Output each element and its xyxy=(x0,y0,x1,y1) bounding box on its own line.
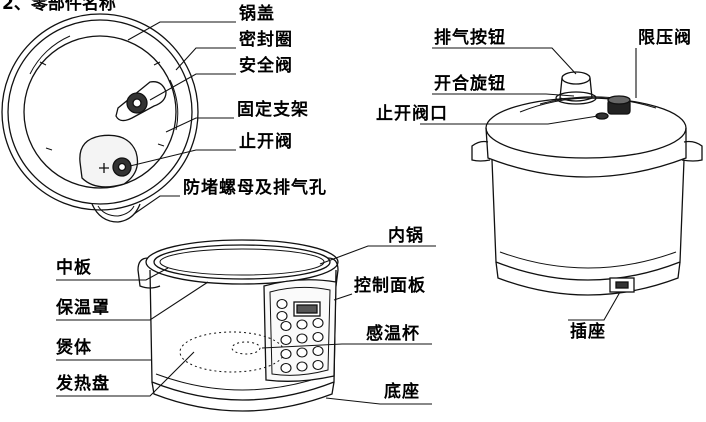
panel-button xyxy=(276,298,288,310)
panel-button xyxy=(280,334,292,346)
label-inner-pot: 内锅 xyxy=(388,226,424,246)
label-insulation-cover: 保温罩 xyxy=(56,298,110,318)
leader-lines xyxy=(56,21,637,405)
assembled-cooker-drawing xyxy=(471,71,703,296)
lid-drawing xyxy=(1,13,199,223)
panel-button xyxy=(296,319,308,330)
label-open-close-knob: 开合旋钮 xyxy=(434,74,506,94)
panel-button xyxy=(312,317,324,329)
label-seal-ring: 密封圈 xyxy=(239,30,293,50)
label-safety-valve: 安全阀 xyxy=(239,56,293,76)
open-cooker-drawing xyxy=(137,239,339,412)
section-title: 2、零部件名称 xyxy=(2,0,116,14)
panel-button xyxy=(312,345,324,357)
label-base: 底座 xyxy=(384,382,420,402)
label-stop-valve: 止开阀 xyxy=(239,132,293,152)
label-lid: 锅盖 xyxy=(239,4,275,24)
panel-button xyxy=(296,333,308,344)
label-exhaust-button: 排气按钮 xyxy=(434,28,506,48)
panel-button xyxy=(280,362,292,374)
panel-button xyxy=(296,347,308,358)
panel-button xyxy=(280,320,292,332)
control-panel-buttons xyxy=(276,298,324,374)
label-socket: 插座 xyxy=(570,322,606,342)
panel-button xyxy=(296,361,308,372)
label-control-panel: 控制面板 xyxy=(354,276,426,296)
label-temp-cup: 感温杯 xyxy=(366,324,420,344)
label-heating-plate: 发热盘 xyxy=(56,374,110,394)
panel-button xyxy=(312,359,324,371)
label-fixed-bracket: 固定支架 xyxy=(237,100,309,120)
label-body: 煲体 xyxy=(56,338,92,358)
panel-button xyxy=(312,331,324,343)
panel-button xyxy=(280,348,292,360)
label-stop-valve-port: 止开阀口 xyxy=(376,104,448,124)
label-anti-block-nut: 防堵螺母及排气孔 xyxy=(183,178,327,198)
label-pressure-limit-valve: 限压阀 xyxy=(638,28,692,48)
panel-button xyxy=(276,310,288,322)
label-middle-plate: 中板 xyxy=(56,258,92,278)
